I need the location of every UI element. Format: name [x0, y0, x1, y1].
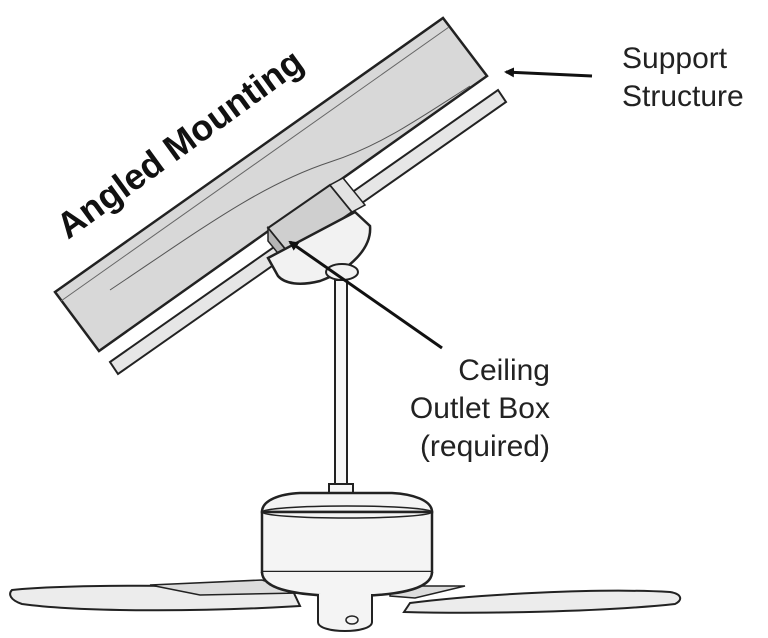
box-label-line-2: Outlet Box — [410, 392, 550, 425]
support-structure — [53, 16, 489, 353]
support-label-line-1: Support — [622, 42, 728, 75]
downrod — [328, 279, 354, 497]
fan-blades — [9, 579, 682, 614]
support-label-line-2: Structure — [622, 80, 744, 113]
box-label-line-1: Ceiling — [458, 354, 550, 387]
canopy — [266, 210, 372, 285]
box-label-line-3: (required) — [420, 430, 550, 463]
motor-housing — [260, 491, 434, 632]
outlet-box-arrow — [288, 240, 443, 350]
support-structure-arrow — [504, 67, 593, 78]
